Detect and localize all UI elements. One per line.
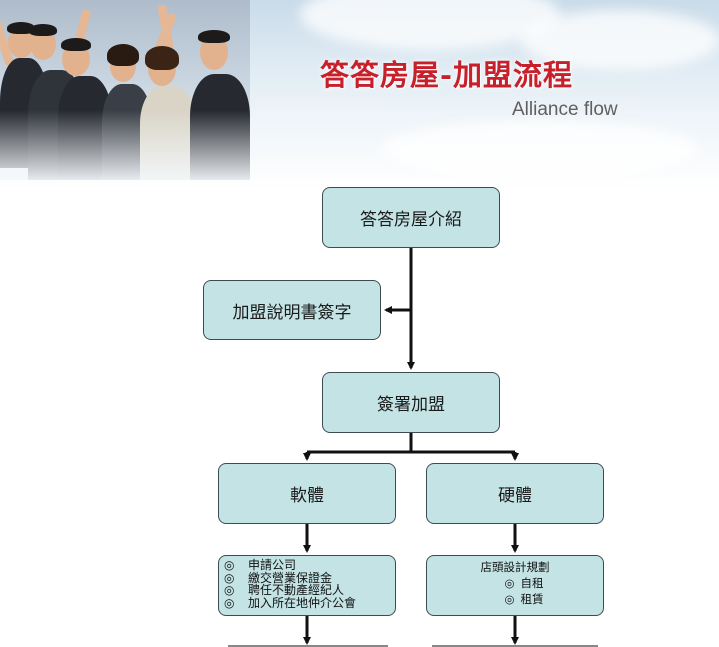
software-task-item: 申請公司 (224, 559, 395, 572)
step-hardware: 硬體 (426, 463, 604, 524)
page-title: 答答房屋-加盟流程 (320, 58, 574, 92)
step-sign-join: 簽署加盟 (322, 372, 500, 433)
step-hardware-label: 硬體 (498, 486, 532, 506)
step-software-label: 軟體 (290, 486, 324, 506)
hardware-tasks: 店頭設計規劃 自租 租賃 (426, 555, 604, 616)
cloud-decoration (380, 120, 700, 180)
step-sign-brochure-label: 加盟說明書簽字 (232, 302, 352, 323)
page-subtitle: Alliance flow (512, 99, 618, 120)
step-sign-join-label: 簽署加盟 (377, 395, 445, 415)
step-sign-brochure: 加盟說明書簽字 (203, 280, 381, 340)
hardware-task-item: 租賃 (427, 591, 603, 607)
header-banner: 答答房屋-加盟流程 Alliance flow (0, 0, 719, 190)
step-intro: 答答房屋介紹 (322, 187, 500, 248)
step-intro-label: 答答房屋介紹 (360, 210, 462, 230)
software-task-item: 聘任不動產經紀人 (224, 584, 395, 597)
hardware-tasks-heading: 店頭設計規劃 (480, 560, 550, 574)
software-task-item: 加入所在地仲介公會 (224, 596, 395, 610)
hardware-task-item: 自租 (427, 575, 603, 591)
cloud-decoration (520, 10, 719, 70)
software-tasks: 申請公司 繳交營業保證金 聘任不動產經紀人 加入所在地仲介公會 (218, 555, 396, 616)
step-software: 軟體 (218, 463, 396, 524)
software-task-item: 繳交營業保證金 (224, 571, 395, 585)
team-photo (0, 0, 250, 180)
